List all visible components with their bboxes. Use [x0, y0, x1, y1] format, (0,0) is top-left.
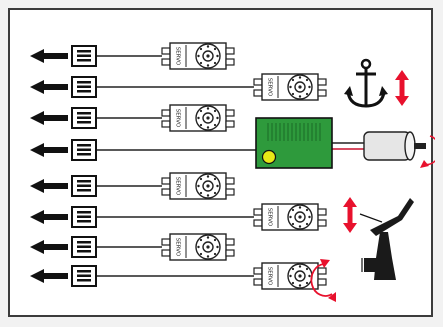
servo-icon — [161, 172, 235, 200]
connector-icon — [71, 236, 97, 258]
servo-label: SERVO — [267, 208, 273, 227]
arrow-left-icon — [30, 49, 68, 63]
arrow-left-icon — [30, 240, 68, 254]
double-arrow-icon — [343, 197, 357, 233]
anchor-icon — [344, 58, 388, 108]
arrow-left-icon — [30, 210, 68, 224]
servo-ch8: SERVO — [253, 262, 327, 290]
double-arrow-icon — [395, 70, 409, 106]
servo-label: SERVO — [175, 177, 181, 196]
servo-label: SERVO — [267, 267, 273, 286]
arrow-left-icon — [30, 80, 68, 94]
wires — [96, 55, 364, 277]
servo-icon — [161, 104, 235, 132]
rotate-arrow-icon — [310, 259, 336, 302]
connector-icon — [71, 175, 97, 197]
servo-label: SERVO — [175, 109, 181, 128]
speed-controller-icon — [255, 117, 333, 169]
channel-diagram: SERVO SERVO SERVO SERVO SERVO SERVO SERV… — [30, 42, 435, 302]
servo-label: SERVO — [175, 47, 181, 66]
arrow-left-icon — [30, 179, 68, 193]
servo-icon — [253, 203, 327, 231]
servo-ch1: SERVO — [161, 42, 235, 70]
arrow-left-icon — [30, 111, 68, 125]
output-arrows — [30, 49, 68, 283]
servo-ch5: SERVO — [161, 172, 235, 200]
diagram-frame: SERVO SERVO SERVO SERVO SERVO SERVO SERV… — [8, 8, 435, 317]
receiver-connectors — [71, 45, 97, 287]
connector-icon — [71, 107, 97, 129]
servo-label: SERVO — [267, 78, 273, 97]
servo-icon — [161, 233, 235, 261]
servo-icon — [161, 42, 235, 70]
servo-ch3: SERVO — [161, 104, 235, 132]
servo-ch7: SERVO — [161, 233, 235, 261]
connector-icon — [71, 45, 97, 67]
servo-icon — [253, 262, 327, 290]
crane-icon — [359, 198, 414, 280]
arrow-left-icon — [30, 269, 68, 283]
connector-icon — [71, 206, 97, 228]
servo-label: SERVO — [175, 238, 181, 257]
servo-icon — [253, 73, 327, 101]
motor-icon — [363, 131, 435, 168]
connector-icon — [71, 76, 97, 98]
connector-icon — [71, 265, 97, 287]
connector-icon — [71, 139, 97, 161]
servo-ch6: SERVO — [253, 203, 327, 231]
arrow-left-icon — [30, 143, 68, 157]
servo-ch2: SERVO — [253, 73, 327, 101]
